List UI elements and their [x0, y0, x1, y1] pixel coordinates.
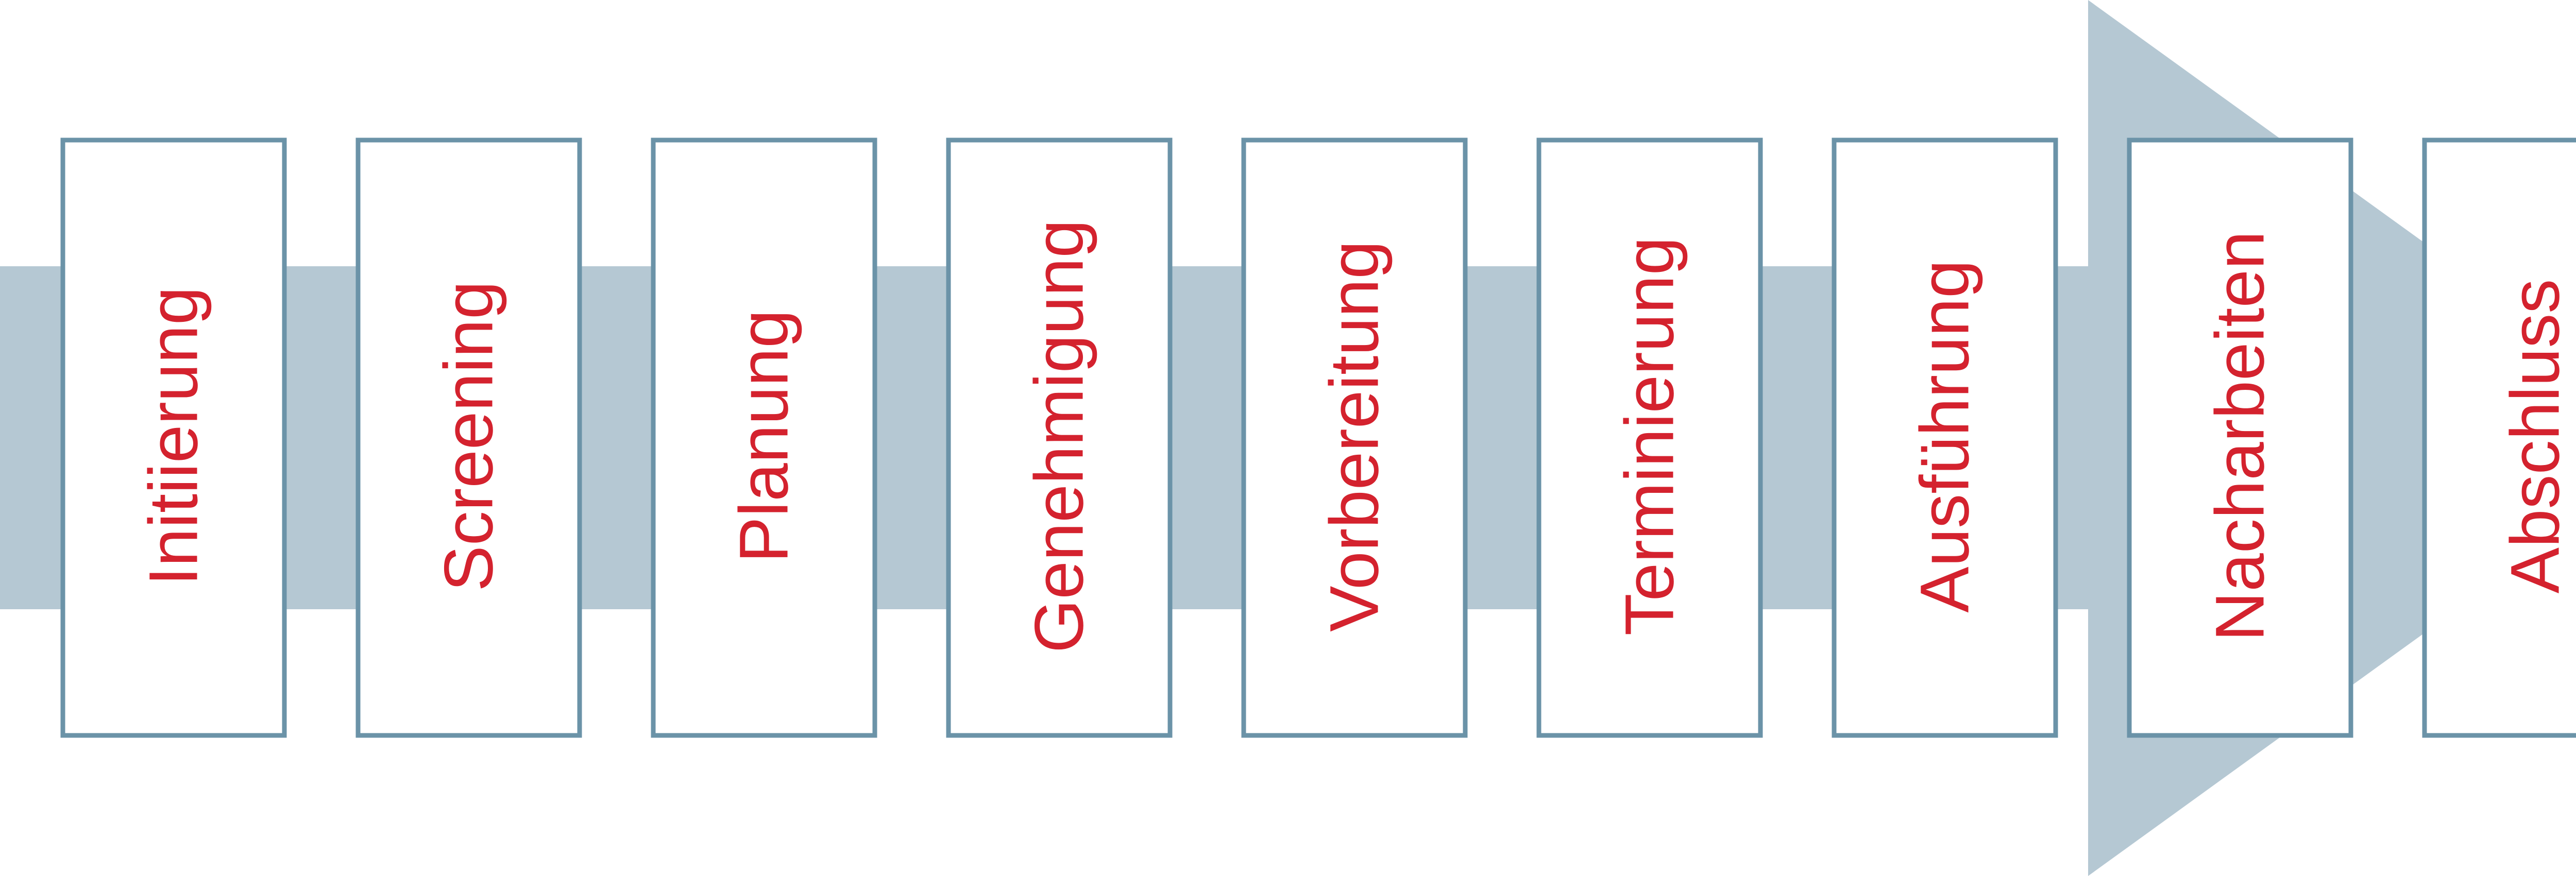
step-box: [60, 138, 287, 738]
process-steps: Initiierung Screening Planung Genehmigung Vo…: [60, 138, 2576, 738]
step-label: Nacharbeiten: [2202, 231, 2279, 641]
step-box: [651, 138, 877, 738]
process-step: Abschluss: [2422, 138, 2576, 738]
step-box: [1536, 138, 1763, 738]
process-step: Screening: [355, 138, 582, 738]
step-box: [946, 138, 1173, 738]
step-label: Genehmigung: [1021, 219, 1098, 653]
process-step: Terminierung: [1536, 138, 1763, 738]
step-label: Terminierung: [1612, 237, 1688, 636]
process-step: Genehmigung: [946, 138, 1173, 738]
step-box: [1832, 138, 2058, 738]
step-box: [2422, 138, 2576, 738]
step-box: [355, 138, 582, 738]
step-label: Ausführung: [1907, 260, 1984, 612]
step-box: [1241, 138, 1468, 738]
step-label: Initiierung: [135, 286, 212, 586]
step-label: Screening: [431, 281, 507, 591]
step-label: Vorbereitung: [1316, 241, 1393, 632]
step-label: Planung: [726, 310, 803, 563]
process-step: Ausführung: [1832, 138, 2058, 738]
step-box: [2127, 138, 2353, 738]
process-step: Planung: [651, 138, 877, 738]
process-step: Nacharbeiten: [2127, 138, 2353, 738]
step-label: Abschluss: [2497, 279, 2574, 594]
process-step: Vorbereitung: [1241, 138, 1468, 738]
process-step: Initiierung: [60, 138, 287, 738]
